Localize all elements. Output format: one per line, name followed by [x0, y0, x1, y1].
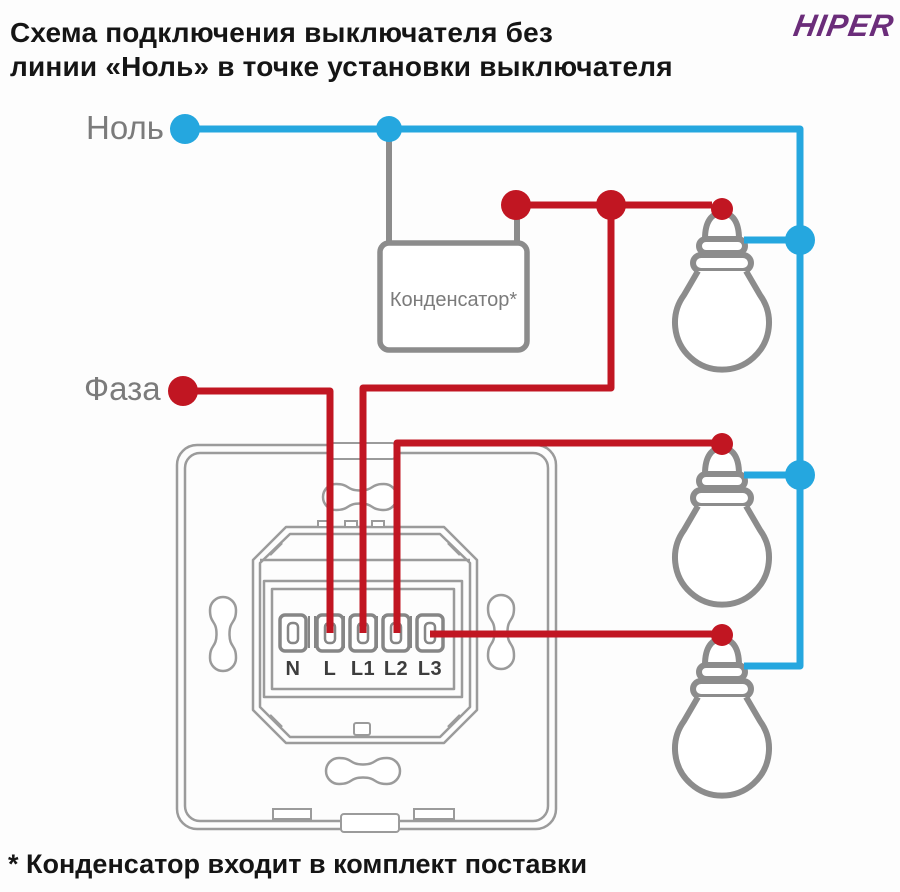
L2-wire: [393, 439, 712, 633]
switch-module: [251, 520, 479, 745]
light-bulb-icon: [675, 433, 769, 605]
switch-frame: [175, 442, 558, 833]
neutral-label: Ноль: [86, 109, 164, 146]
terminal-label-l: L: [323, 658, 337, 680]
mounting-slot-bottom: [324, 756, 402, 786]
mounting-slot-left: [208, 595, 238, 673]
module-bottom-clip: [353, 722, 371, 736]
light-bulb-icon: [675, 198, 769, 370]
phase-junction-dot: [596, 190, 626, 220]
phase-to-L: [183, 387, 334, 633]
phase-source-dot: [168, 376, 198, 406]
hiper-logo: HIPER: [791, 8, 898, 43]
page-title: Схема подключения выключателя без линии …: [10, 17, 673, 83]
plate-bottom-tab: [340, 813, 400, 833]
capacitor-body: [377, 240, 530, 353]
capacitor: [377, 129, 530, 353]
neutral-source-dot: [170, 114, 200, 144]
neutral-wire: [170, 114, 815, 670]
terminal-label-l3: L3: [417, 658, 443, 680]
terminal-label-n: N: [285, 658, 301, 680]
capacitor-label: Конденсатор*: [389, 289, 518, 311]
terminal-label-l2: L2: [383, 658, 409, 680]
phase-label: Фаза: [84, 370, 161, 407]
neutral-junction-dot: [785, 460, 815, 490]
L1-wire: [359, 205, 615, 633]
terminal-label-l1: L1: [350, 658, 376, 680]
neutral-junction-dot: [376, 116, 402, 142]
plate-bottom-notch-right: [413, 808, 455, 820]
neutral-junction-dot: [785, 225, 815, 255]
light-bulb-icon: [675, 624, 769, 796]
footnote: * Конденсатор входит в комплект поставки: [8, 849, 588, 879]
phase-wire: [168, 190, 712, 638]
phase-junction-dot: [501, 190, 531, 220]
lamps: [675, 198, 769, 796]
plate-bottom-notch-left: [272, 808, 312, 820]
